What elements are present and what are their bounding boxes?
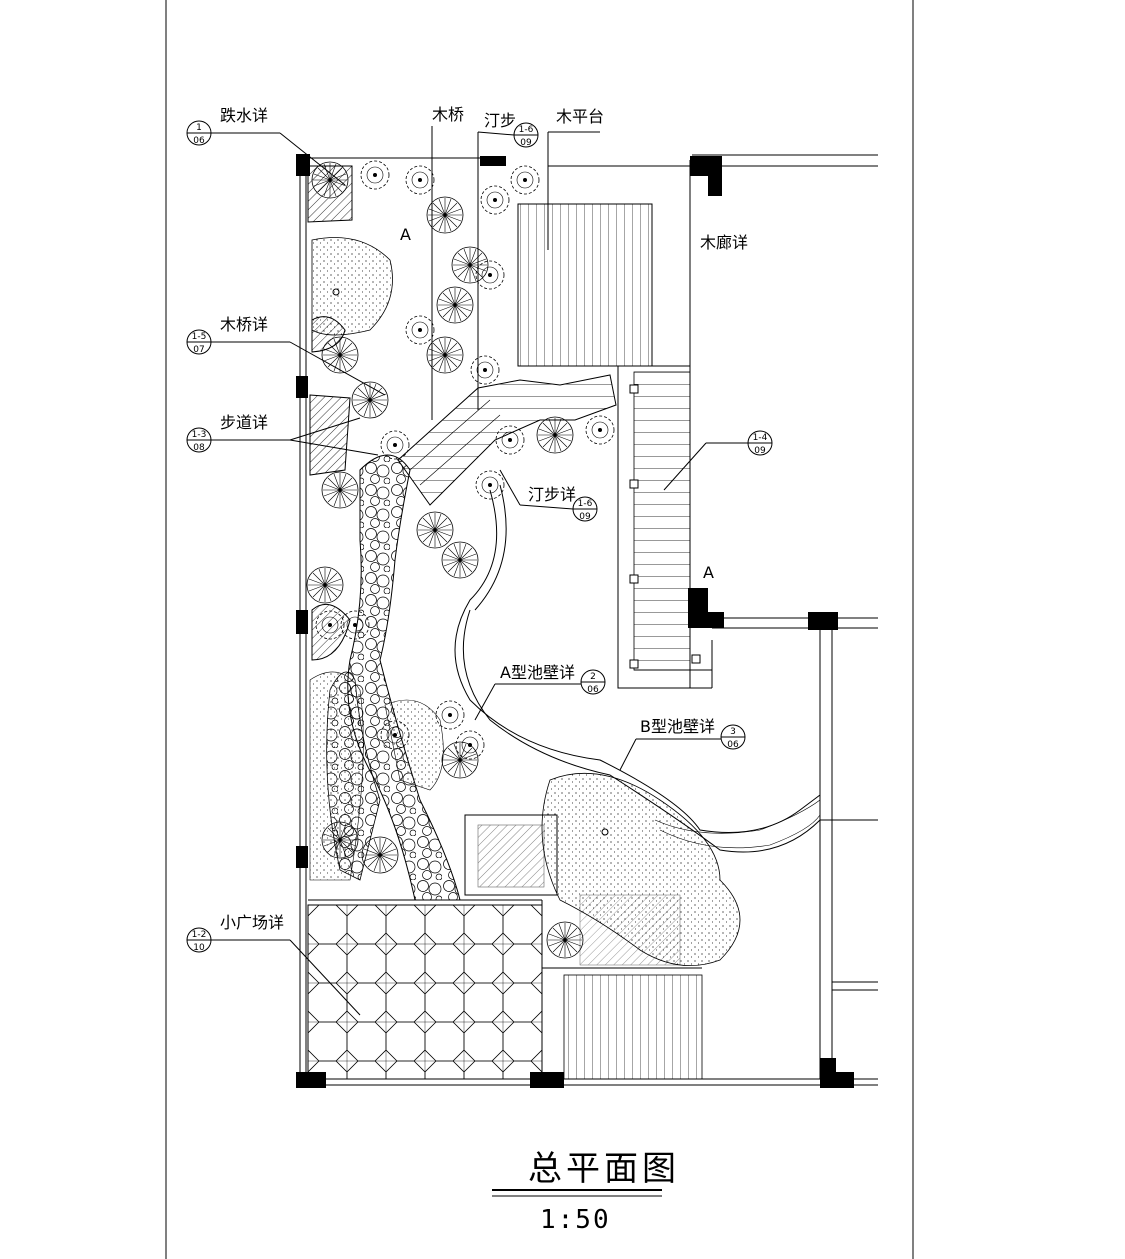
small-plaza [307, 899, 703, 1080]
svg-text:1: 1 [196, 123, 202, 133]
drawing-scale: 1:50 [540, 1205, 611, 1235]
callout-wood-bridge-detail: 1-5 07 木桥详 [186, 315, 386, 396]
label-pool-wall-a: A型池壁详 [500, 663, 575, 682]
section-mark-top: A [400, 225, 411, 244]
site-boundary [296, 154, 878, 1086]
label-pool-wall-b: B型池壁详 [640, 717, 715, 736]
label-stepping-stone-detail: 汀步详 [528, 485, 576, 504]
svg-text:1-5: 1-5 [192, 332, 207, 342]
wood-deck [517, 165, 690, 367]
svg-text:10: 10 [193, 943, 205, 953]
trellis [464, 814, 681, 966]
callout-small-plaza: 1-2 10 小广场详 [186, 913, 361, 1016]
svg-text:1-4: 1-4 [753, 433, 768, 443]
callout-right-stair: 1-4 09 [663, 430, 773, 491]
svg-text:1-6: 1-6 [578, 499, 593, 509]
svg-text:1-2: 1-2 [192, 930, 207, 940]
callout-stepping-stone-detail: 汀步详 1-6 09 [499, 469, 598, 522]
label-wood-bridge: 木桥 [432, 105, 464, 124]
callout-pool-wall-a: A型池壁详 2 06 [474, 663, 606, 721]
label-wood-deck: 木平台 [556, 107, 604, 126]
svg-text:06: 06 [727, 740, 739, 750]
svg-text:1-6: 1-6 [519, 125, 534, 135]
callout-pond-cascade: 1 06 跌水详 [186, 106, 346, 186]
title-block: 总平面图 1:50 [492, 1149, 680, 1235]
svg-text:06: 06 [193, 136, 205, 146]
svg-text:09: 09 [579, 512, 591, 522]
label-small-plaza: 小广场详 [220, 913, 284, 932]
label-path-detail: 步道详 [220, 413, 268, 432]
callout-path-detail: 1-3 08 步道详 [186, 413, 379, 456]
svg-text:06: 06 [587, 685, 599, 695]
section-mark-mid: A [703, 563, 714, 582]
wood-walkway [397, 374, 617, 506]
svg-text:08: 08 [193, 443, 205, 453]
callout-pool-wall-b: B型池壁详 3 06 [619, 717, 746, 771]
svg-text:09: 09 [520, 138, 532, 148]
label-wood-corridor: 木廊详 [700, 233, 748, 252]
svg-text:07: 07 [193, 345, 204, 355]
pool-outline [454, 484, 821, 853]
svg-text:09: 09 [754, 446, 766, 456]
label-stepping-stone-top: 汀步 [484, 111, 516, 130]
svg-text:1-3: 1-3 [192, 430, 207, 440]
callout-wood-bridge: 木桥 [431, 105, 464, 420]
drawing-title: 总平面图 [528, 1149, 680, 1189]
label-pond-cascade: 跌水详 [220, 106, 268, 125]
callout-wood-deck: 木平台 [547, 107, 604, 250]
plant-symbols [306, 160, 615, 959]
wood-stair [617, 365, 713, 689]
svg-text:3: 3 [730, 727, 736, 737]
svg-text:2: 2 [590, 672, 596, 682]
callout-stepping-stone-top: 汀步 1-6 09 [477, 111, 539, 410]
label-wood-bridge-detail: 木桥详 [220, 315, 268, 334]
